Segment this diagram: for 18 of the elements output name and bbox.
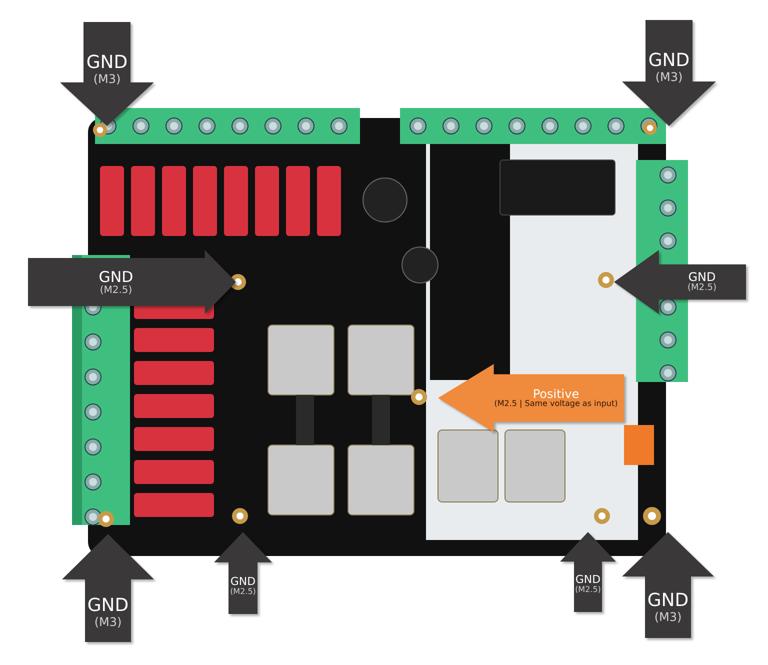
callout-title: Positive — [532, 388, 580, 400]
callout-subtitle: (M2.5) — [575, 586, 601, 594]
callout-subtitle: (M3) — [93, 73, 121, 86]
callout-subtitle: (M2.5) — [687, 284, 717, 294]
callout-title: GND — [230, 576, 256, 588]
callout-subtitle: (M3) — [655, 71, 683, 84]
callout-subtitle: (M2.5) — [230, 588, 256, 596]
callout-title: GND — [648, 52, 690, 72]
callout-subtitle: (M2.5) — [100, 286, 132, 296]
callout-title: GND — [87, 597, 129, 616]
callout-title: GND — [575, 574, 601, 586]
callout-title: GND — [86, 54, 128, 74]
callout-subtitle: (M2.5 | Same voltage as input) — [494, 400, 618, 408]
callout-title: GND — [98, 270, 134, 286]
callout-subtitle: (M3) — [654, 611, 682, 624]
callout-subtitle: (M3) — [94, 616, 122, 629]
callout-title: GND — [688, 270, 716, 284]
callout-title: GND — [647, 592, 689, 612]
